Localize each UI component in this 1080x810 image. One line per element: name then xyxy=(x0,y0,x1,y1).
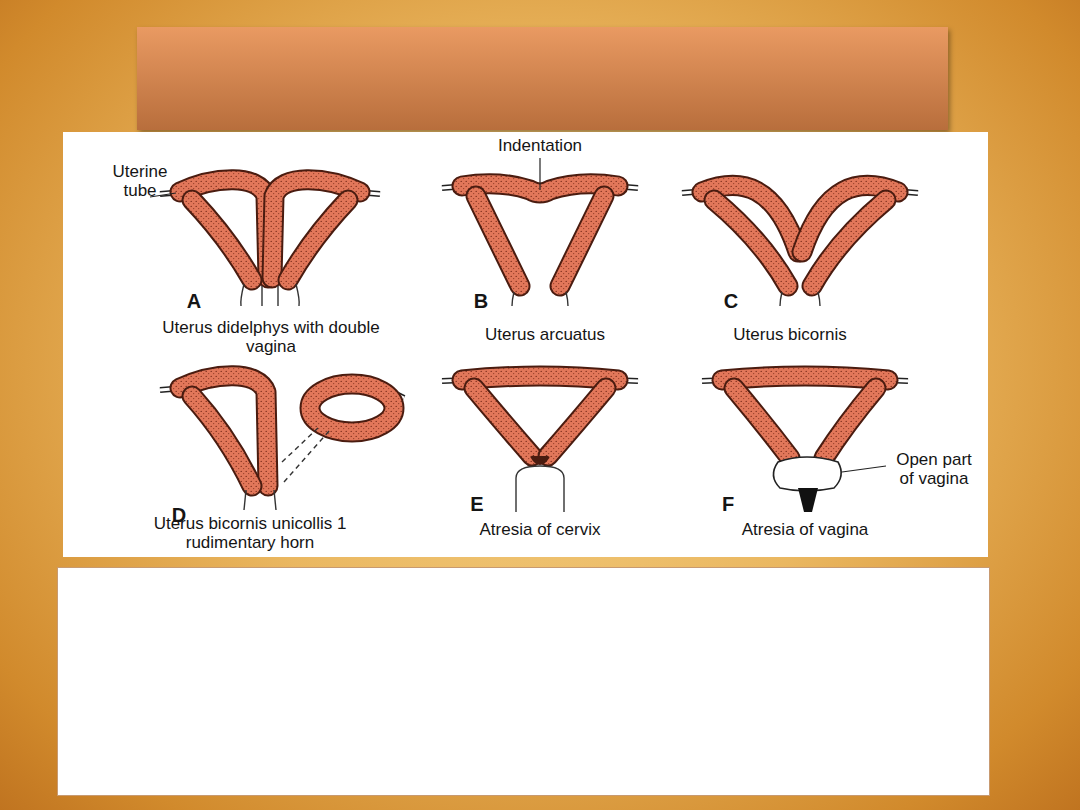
anomaly-caption: Atresia of cervix xyxy=(480,520,601,539)
uterine-wall-outline xyxy=(560,196,604,286)
panel-letter: B xyxy=(474,290,488,312)
anomaly-caption: Uterus bicornis unicollis 1 rudimentary … xyxy=(125,514,375,552)
uterine-wall xyxy=(714,200,788,286)
uterine-wall-outline xyxy=(476,196,520,286)
part-label: Uterine tube xyxy=(105,162,175,200)
rudimentary-horn-outline xyxy=(310,384,394,432)
uterine-wall xyxy=(734,388,790,458)
uterine-wall xyxy=(474,388,532,456)
uterine-wall-outline xyxy=(192,396,252,486)
uterine-wall xyxy=(476,196,520,286)
rudimentary-horn xyxy=(310,384,394,432)
anomaly-caption: Uterus bicornis xyxy=(733,325,846,344)
uterine-wall xyxy=(812,200,886,286)
leader-line xyxy=(842,466,886,472)
vagina-wall xyxy=(244,490,246,510)
part-label: Open part of vagina xyxy=(888,450,980,488)
anomaly-caption: Uterus arcuatus xyxy=(485,325,605,344)
uterine-wall-outline xyxy=(812,200,886,286)
uterine-wall xyxy=(824,388,876,458)
fibrous-band xyxy=(284,430,330,482)
uterine-wall xyxy=(462,376,618,380)
vagina-wall xyxy=(512,292,514,306)
vagina-wall xyxy=(780,292,782,306)
title-bar xyxy=(137,27,948,130)
text-box xyxy=(57,567,990,796)
panel-letter: E xyxy=(470,493,483,515)
uterine-wall-outline xyxy=(288,200,348,280)
uterine-wall-outline xyxy=(462,376,618,380)
uterine-wall xyxy=(560,196,604,286)
vagina-wall xyxy=(516,466,564,512)
atretic-vagina xyxy=(798,488,818,512)
uterine-wall xyxy=(192,396,252,486)
leader-line xyxy=(539,158,540,190)
vagina-wall xyxy=(241,284,244,306)
uterine-wall-outline xyxy=(722,376,888,380)
panel-letter: C xyxy=(724,290,738,312)
uterine-wall xyxy=(288,200,348,280)
vagina-wall xyxy=(261,286,262,306)
open-vagina xyxy=(773,457,841,491)
anomaly-caption: Atresia of vagina xyxy=(742,520,869,539)
uterine-wall xyxy=(180,376,268,486)
uterine-wall-outline xyxy=(180,376,268,486)
uterine-wall-outline xyxy=(548,388,606,456)
anomaly-caption: Uterus didelphys with double vagina xyxy=(161,318,381,356)
vagina-wall xyxy=(277,286,278,306)
vagina-wall xyxy=(818,292,820,306)
fibrous-band xyxy=(282,428,318,462)
uterine-wall-outline xyxy=(734,388,790,458)
uterine-wall xyxy=(548,388,606,456)
panel-letter: A xyxy=(187,290,201,312)
uterine-wall-outline xyxy=(824,388,876,458)
uterine-wall-outline xyxy=(714,200,788,286)
uterine-wall-outline xyxy=(192,200,252,280)
uterine-wall-outline xyxy=(474,388,532,456)
vagina-wall xyxy=(566,292,568,306)
uterine-wall xyxy=(192,200,252,280)
vagina-wall xyxy=(274,490,276,510)
indentation-label: Indentation xyxy=(498,136,582,155)
atretic-cervix xyxy=(532,456,548,463)
uterine-wall xyxy=(722,376,888,380)
panel-letter: F xyxy=(722,493,734,515)
vagina-wall xyxy=(296,284,299,306)
